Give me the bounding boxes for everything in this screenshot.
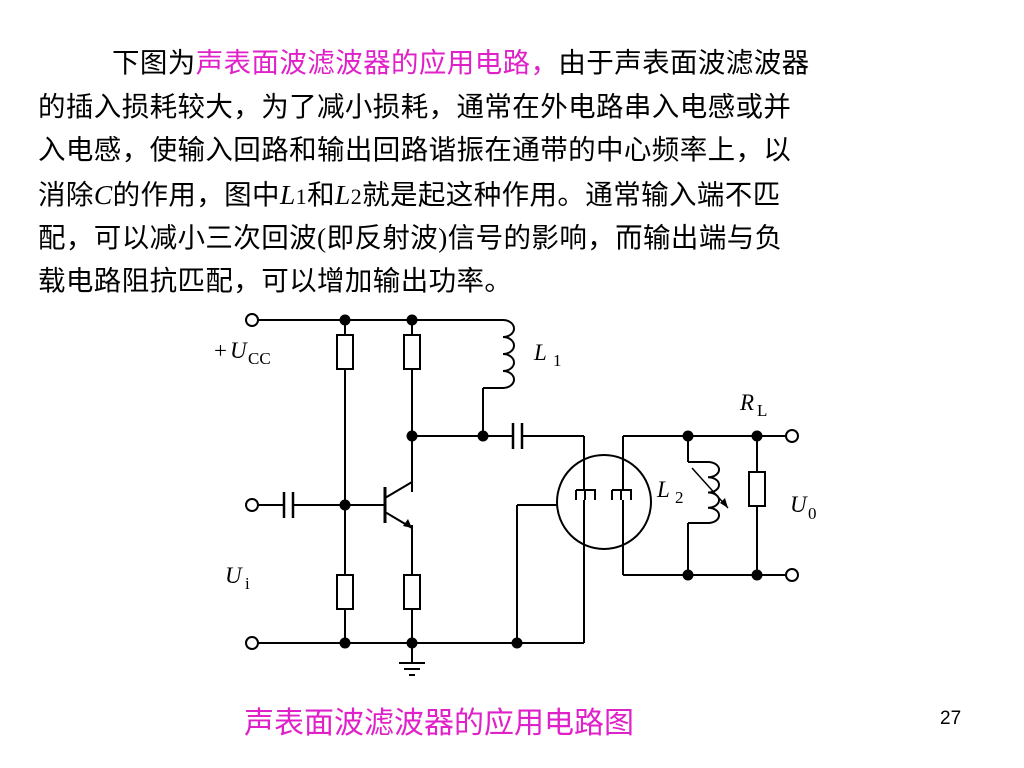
output-ground-terminal — [785, 568, 799, 582]
bias-resistor-top — [336, 334, 354, 370]
l1-sub-label: 1 — [553, 351, 562, 370]
ground-icon — [399, 662, 425, 676]
emitter-arrow — [403, 519, 412, 528]
inductor-l2 — [707, 461, 720, 524]
highlight-title: 声表面波滤波器的应用电路， — [195, 47, 559, 79]
vcc-terminal — [245, 313, 259, 327]
rl-sub-label: L — [757, 401, 767, 420]
l2-label: L — [656, 477, 670, 502]
u0-sub-label: 0 — [808, 504, 817, 523]
figure-caption: 声表面波滤波器的应用电路图 — [244, 706, 634, 741]
para-line-1: 下图为声表面波滤波器的应用电路，由于声表面波滤波器 — [112, 47, 810, 79]
output-terminal — [785, 429, 799, 443]
load-resistor-rl — [748, 471, 766, 507]
para-line-4: 消除C的作用，图中L1和L2就是起这种作用。通常输入端不匹 — [38, 178, 781, 211]
terminals — [245, 313, 799, 650]
inductor-l1 — [502, 319, 515, 389]
rl-label: R — [739, 390, 754, 415]
vcc-plus-label: + — [214, 338, 227, 363]
symbol-c: C — [93, 178, 113, 210]
para-line-2: 的插入损耗较大，为了减小损耗，通常在外电路串入电感或并 — [38, 90, 792, 123]
l2-sub-label: 2 — [675, 488, 684, 507]
collector-resistor — [403, 334, 421, 370]
vcc-sub-label: CC — [248, 349, 271, 368]
input-ground-terminal — [245, 636, 259, 650]
bias-resistor-bottom — [336, 574, 354, 610]
description-paragraph: 下图为声表面波滤波器的应用电路，由于声表面波滤波器 的插入损耗较大，为了减小损耗… — [38, 42, 968, 303]
page-number: 27 — [940, 708, 962, 729]
u0-label: U — [790, 492, 808, 517]
para-line-3: 入电感，使输入回路和输出回路谐振在通带的中心频率上，以 — [38, 134, 792, 166]
para-line-6: 载电路阻抗匹配，可以增加输出功率。 — [38, 264, 513, 297]
symbol-l1: L — [279, 178, 296, 210]
emitter-resistor — [403, 574, 421, 610]
vcc-label: U — [230, 338, 248, 363]
symbol-l2: L — [334, 178, 351, 210]
input-terminal — [245, 498, 259, 512]
junction-dots — [339, 314, 763, 649]
ui-label: U — [225, 563, 243, 588]
saw-filter — [553, 454, 652, 550]
ui-sub-label: i — [245, 574, 250, 593]
l1-label: L — [533, 340, 547, 365]
para-line-5: 配，可以减小三次回波(即反射波)信号的影响，而输出端与负 — [38, 222, 783, 254]
